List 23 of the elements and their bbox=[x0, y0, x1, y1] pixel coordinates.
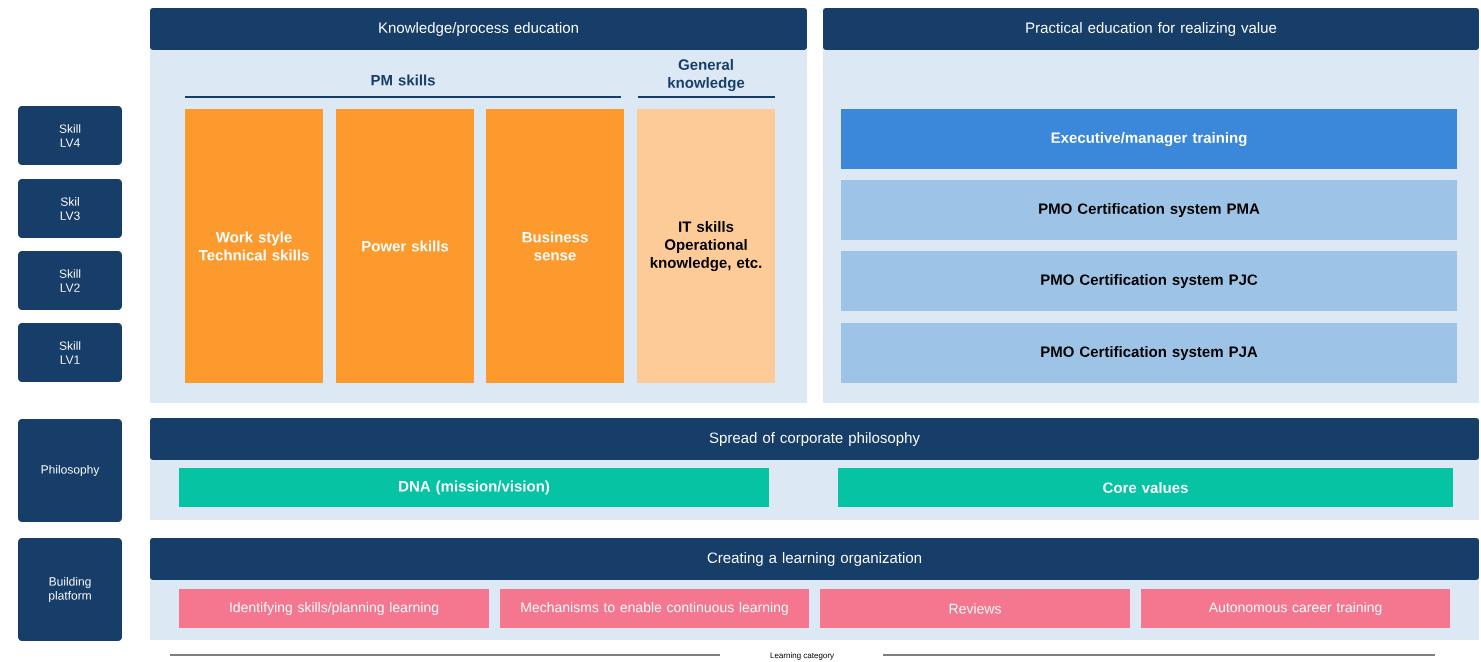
certification-bar: PMO Certification system PMA bbox=[841, 180, 1457, 240]
value-bar: Core values bbox=[838, 468, 1453, 507]
level-tab: Skill LV1 bbox=[18, 323, 122, 382]
learning-bar: Reviews bbox=[820, 589, 1130, 628]
learning-bar: Identifying skills/planning learning bbox=[179, 589, 489, 628]
axis-label: Learning category bbox=[770, 652, 834, 660]
level-tab: Skill LV2 bbox=[18, 251, 122, 310]
group-heading: General knowledge bbox=[668, 58, 745, 91]
category-tab: Philosophy bbox=[18, 419, 122, 522]
skill-box: Power skills bbox=[336, 109, 474, 383]
learning-bar: Autonomous career training bbox=[1141, 589, 1450, 628]
category-tab: Building platform bbox=[18, 538, 122, 641]
knowledge-box: IT skills Operational knowledge, etc. bbox=[637, 109, 775, 383]
skill-box: Business sense bbox=[486, 109, 624, 383]
skill-box: Work style Technical skills bbox=[185, 109, 323, 383]
value-bar: DNA (mission/vision) bbox=[179, 468, 769, 507]
level-tab: Skil LV3 bbox=[18, 179, 122, 238]
level-tab: Skill LV4 bbox=[18, 106, 122, 165]
training-bar: Executive/manager training bbox=[841, 109, 1457, 169]
group-heading: PM skills bbox=[371, 74, 435, 86]
certification-bar: PMO Certification system PJC bbox=[841, 251, 1457, 311]
learning-bar: Mechanisms to enable continuous learning bbox=[500, 589, 809, 628]
certification-bar: PMO Certification system PJA bbox=[841, 323, 1457, 383]
